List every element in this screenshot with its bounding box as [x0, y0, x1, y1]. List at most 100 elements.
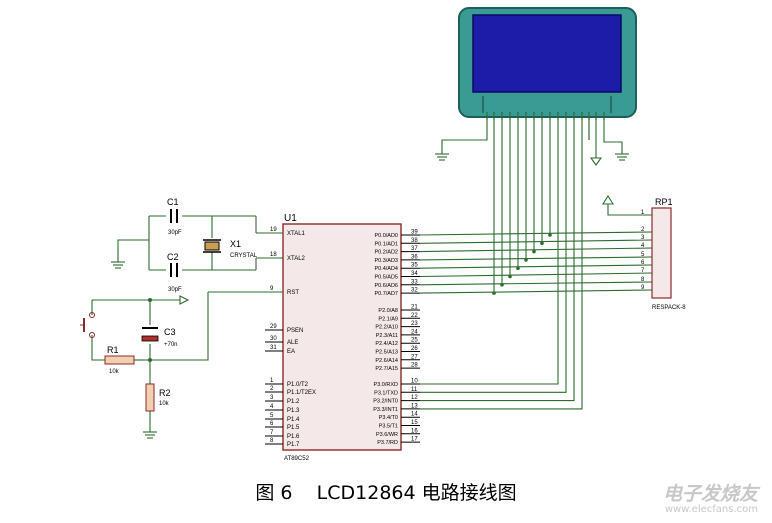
svg-text:CRYSTAL: CRYSTAL	[230, 253, 258, 259]
mcu-body	[282, 223, 402, 451]
mcu-pin-label: P3.2/INT0	[373, 399, 398, 405]
rp1-pin-number: 1	[641, 210, 645, 216]
watermark-brand: 电子发烧友	[662, 483, 758, 505]
mcu-part: AT89C52	[284, 456, 310, 462]
rp1-pin-number: 7	[641, 268, 645, 274]
mcu-pin-number: 18	[270, 252, 277, 258]
mcu-pin-number: 32	[411, 288, 418, 294]
mcu-pin-label: P1.2	[287, 399, 300, 405]
mcu-pin-number: 12	[411, 395, 418, 401]
mcu-pin-label: P0.1/AD1	[374, 241, 398, 247]
mcu-pin-label: P0.5/AD5	[374, 275, 398, 281]
mcu-pin-number: 37	[411, 246, 418, 252]
control-wires	[420, 117, 583, 410]
svg-text:C1: C1	[167, 197, 179, 207]
mcu-pin-label: PSEN	[287, 328, 303, 334]
mcu-pin-label: P2.6/A14	[375, 358, 398, 364]
mcu-pin-label: P1.0/T2	[287, 382, 309, 388]
mcu-pin-label: P2.7/A15	[375, 366, 398, 372]
mcu-pin-number: 33	[411, 279, 418, 285]
rp1-value: RESPACK-8	[652, 305, 686, 311]
mcu-pin-number: 19	[270, 227, 277, 233]
svg-text:X1: X1	[230, 239, 241, 249]
mcu-pin-number: 14	[411, 412, 418, 418]
mcu-ref: U1	[284, 213, 297, 224]
rp1-pin-number: 3	[641, 235, 645, 241]
watermark-url: www.elecfans.com	[664, 504, 758, 515]
mcu-pin-label: P0.2/AD2	[374, 250, 398, 256]
rp1-respack: RP1 RESPACK-8	[602, 194, 686, 311]
svg-text:R1: R1	[107, 345, 119, 355]
mcu-pin-number: 8	[270, 438, 274, 444]
mcu-pin-number: 22	[411, 313, 418, 319]
mcu-pin-label: P0.3/AD3	[374, 258, 398, 264]
reset-button	[80, 312, 95, 338]
mcu-pin-number: 15	[411, 420, 418, 426]
mcu-pin-number: 28	[411, 363, 418, 369]
mcu-pin-label: P2.3/A11	[376, 333, 398, 339]
mcu-pin-number: 39	[411, 230, 418, 236]
mcu-pin-label: P2.0/A8	[378, 308, 398, 314]
crystal-circuit	[111, 215, 283, 271]
mcu-pin-number: 21	[411, 305, 418, 311]
mcu-pin-number: 17	[411, 437, 418, 443]
mcu-pin-label: XTAL1	[287, 231, 306, 237]
mcu-pin-label: P3.0/RXD	[374, 382, 398, 388]
mcu-pin-label: P1.3	[287, 408, 300, 414]
lcd-module	[458, 7, 637, 118]
figure-number: 图 6	[255, 482, 293, 504]
mcu-pin-number: 9	[270, 286, 274, 292]
mcu-pin-number: 27	[411, 354, 418, 360]
mcu-pin-label: P1.6	[287, 434, 300, 440]
figure-title: LCD12864 电路接线图	[316, 482, 517, 504]
rp1-pin-number: 5	[641, 252, 645, 258]
r2-resistor: R2 10k	[145, 383, 171, 412]
watermark: 电子发烧友 www.elecfans.com	[663, 479, 758, 515]
mcu-pin-number: 38	[411, 238, 418, 244]
c2-capacitor: C2 30pF	[167, 252, 182, 293]
r1-resistor: R1 10k	[104, 345, 135, 375]
data-bus-wires	[419, 117, 653, 295]
mcu-pin-number: 1	[270, 378, 274, 384]
c3-capacitor: C3 +70n	[141, 327, 178, 348]
mcu-pin-number: 10	[411, 379, 418, 385]
mcu-pin-number: 16	[411, 428, 418, 434]
rp1-pin-number: 6	[641, 260, 645, 266]
svg-text:C2: C2	[167, 252, 179, 262]
reset-circuit	[91, 291, 283, 439]
mcu-pin-number: 26	[411, 346, 418, 352]
lcd-screen	[472, 14, 622, 93]
mcu-pin-label: P3.4/T0	[379, 415, 398, 421]
mcu-pin-label: P0.0/AD0	[374, 233, 398, 239]
mcu-pin-number: 35	[411, 263, 418, 269]
mcu-pin-number: 23	[411, 321, 418, 327]
mcu-pin-label: ALE	[287, 340, 298, 346]
mcu-pin-number: 34	[411, 271, 418, 277]
rp1-ref: RP1	[655, 197, 673, 207]
rp1-pin-number: 2	[641, 227, 645, 233]
mcu-pin-number: 36	[411, 254, 418, 260]
rp1-pin-number: 9	[641, 285, 645, 291]
svg-text:30pF: 30pF	[168, 287, 182, 293]
mcu-pin-label: P0.6/AD6	[374, 283, 398, 289]
mcu-pin-number: 7	[270, 430, 274, 436]
x1-crystal: X1 CRYSTAL	[203, 239, 258, 259]
vcc-arrow-icon	[602, 194, 614, 205]
svg-text:30pF: 30pF	[168, 230, 182, 236]
mcu-pin-label: RST	[287, 290, 299, 296]
vcc-arrow-icon	[179, 295, 190, 305]
rp1-pin-number: 4	[641, 243, 645, 249]
mcu-pin-number: 13	[411, 403, 418, 409]
rp1-pin-number: 8	[641, 277, 645, 283]
mcu-pin-label: P3.5/T1	[379, 424, 398, 430]
mcu-pin-label: P1.1/T2EX	[287, 390, 316, 396]
mcu-pin-label: XTAL2	[287, 256, 306, 262]
mcu-pin-number: 5	[270, 413, 274, 419]
mcu-pin-label: P2.2/A10	[375, 325, 398, 331]
mcu-pin-label: P3.7/RD	[377, 440, 398, 446]
mcu-pin-label: P1.5	[287, 425, 300, 431]
mcu-pin-label: P1.7	[287, 442, 300, 448]
svg-text:C3: C3	[164, 327, 176, 337]
